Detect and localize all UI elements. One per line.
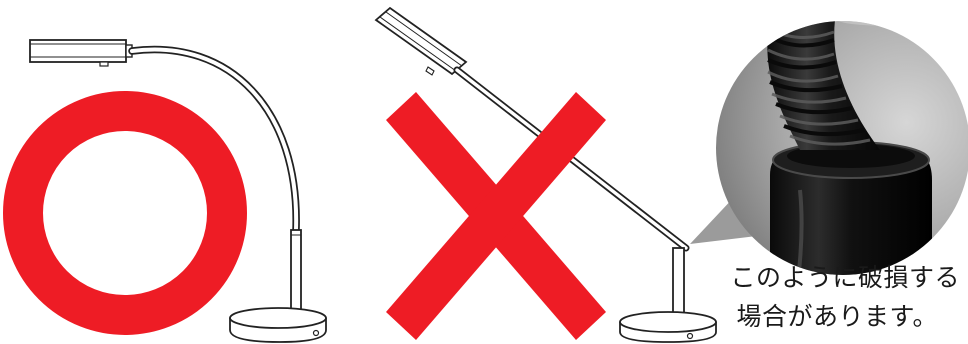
correct-mark-circle (23, 111, 227, 315)
incorrect-mark-cross (386, 92, 606, 340)
stand-tube-middle (673, 248, 684, 314)
lamp-base-left (230, 308, 326, 342)
lamp-head-middle (376, 8, 466, 75)
caption-line-2: 場合があります。 (736, 303, 938, 331)
caption-line-1: このように破損する (730, 264, 960, 292)
damage-photo-callout (690, 10, 968, 300)
stand-tube-left (291, 230, 301, 310)
lamp-base-middle (620, 312, 716, 342)
lamp-head-left (30, 40, 132, 66)
